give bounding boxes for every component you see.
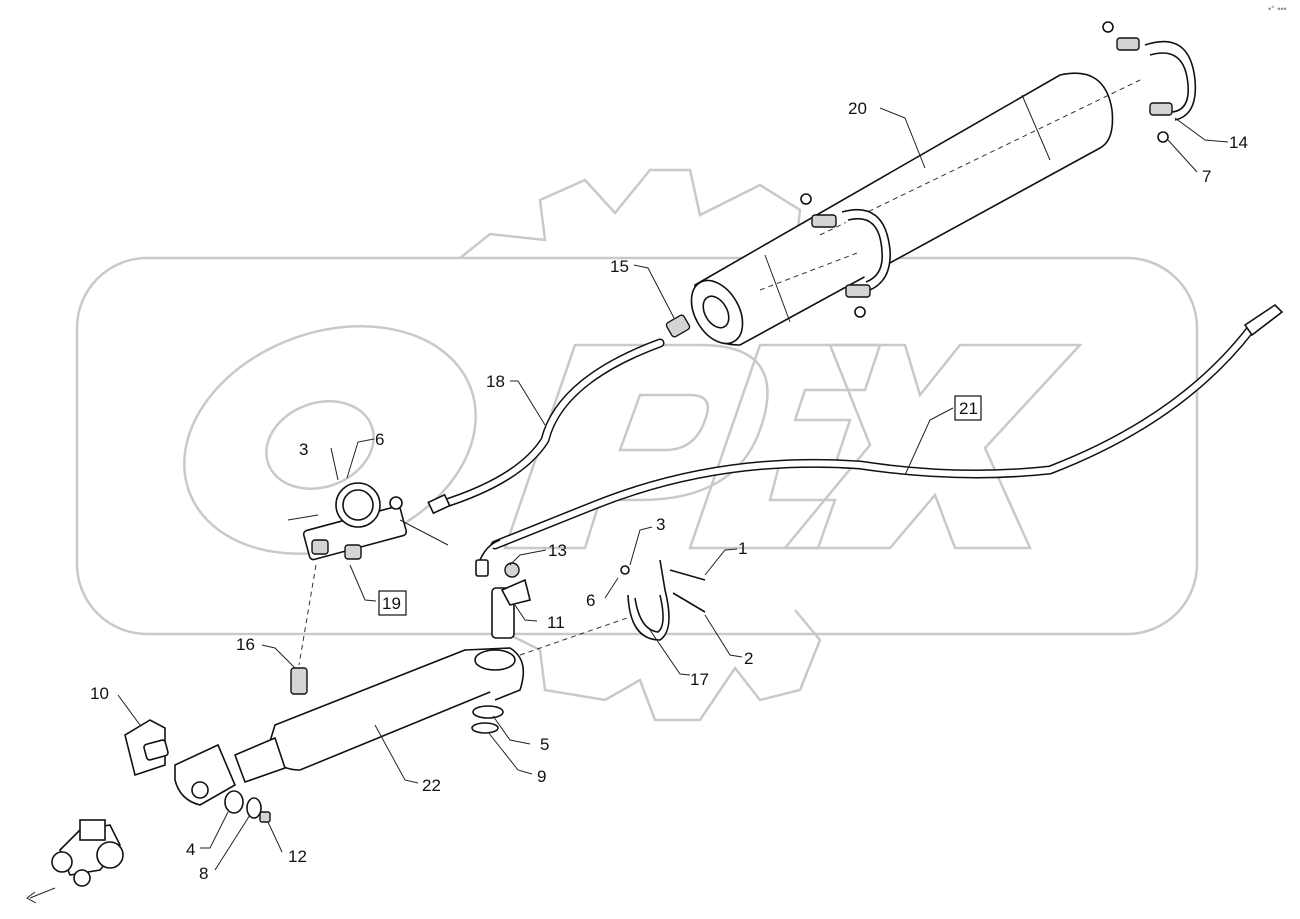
callout-13: 13 <box>548 541 567 560</box>
part-14-tube-clamp <box>1102 21 1197 143</box>
part-18-hose <box>427 338 665 515</box>
part-19-valve-assembly <box>287 482 449 561</box>
callout-1: 1 <box>738 539 747 558</box>
part-1-bolt <box>669 569 706 581</box>
callout-21: 21 <box>959 399 978 418</box>
part-4-ring <box>224 790 244 814</box>
part-8-ring <box>246 797 262 819</box>
part-5-ring <box>472 705 504 719</box>
small-parts <box>224 705 504 823</box>
part-20-cylinder-tube <box>690 72 1141 346</box>
callout-8: 8 <box>199 864 208 883</box>
callout-19: 19 <box>382 594 401 613</box>
part-22-hydraulic-cylinder <box>174 609 651 806</box>
tractor-icon <box>26 819 124 904</box>
tube-clamp-middle <box>800 193 891 318</box>
callout-5: 5 <box>540 735 549 754</box>
callout-19-box <box>378 590 407 616</box>
callout-17: 17 <box>690 670 709 689</box>
callout-20: 20 <box>848 99 867 118</box>
part-10-mounting-bracket <box>124 719 169 777</box>
callout-14: 14 <box>1229 133 1248 152</box>
part-2-bolt <box>672 592 706 613</box>
callout-6-lower: 6 <box>586 591 595 610</box>
callout-4: 4 <box>186 840 195 859</box>
callout-2: 2 <box>744 649 753 668</box>
callout-15: 15 <box>610 257 629 276</box>
callout-21-box <box>954 395 982 421</box>
leader-lines <box>117 107 1229 871</box>
callout-7: 7 <box>1202 167 1211 186</box>
callout-3-upper: 3 <box>299 440 308 459</box>
part-21-long-hose <box>475 303 1284 577</box>
callout-11: 11 <box>547 613 565 632</box>
callout-22: 22 <box>422 776 441 795</box>
callout-labels: 20 14 7 15 18 21 3 6 19 3 1 13 6 11 2 17… <box>90 99 1248 883</box>
callout-3-lower: 3 <box>656 515 665 534</box>
part-9-ring <box>471 722 499 734</box>
part-17-clamp <box>620 559 706 641</box>
watermark-gear <box>459 168 822 722</box>
part-16-fitting <box>290 564 317 695</box>
part-11-bracket <box>491 562 531 639</box>
callout-6-upper: 6 <box>375 430 384 449</box>
callout-10: 10 <box>90 684 109 703</box>
part-15-fitting <box>665 314 691 338</box>
corner-mark: •° ••• <box>1268 4 1287 14</box>
watermark-letters <box>183 325 1083 555</box>
watermark-frame <box>75 256 1199 636</box>
part-12-nipple <box>259 811 271 823</box>
callout-9: 9 <box>537 767 546 786</box>
callout-16: 16 <box>236 635 255 654</box>
callout-18: 18 <box>486 372 505 391</box>
callout-12: 12 <box>288 847 307 866</box>
